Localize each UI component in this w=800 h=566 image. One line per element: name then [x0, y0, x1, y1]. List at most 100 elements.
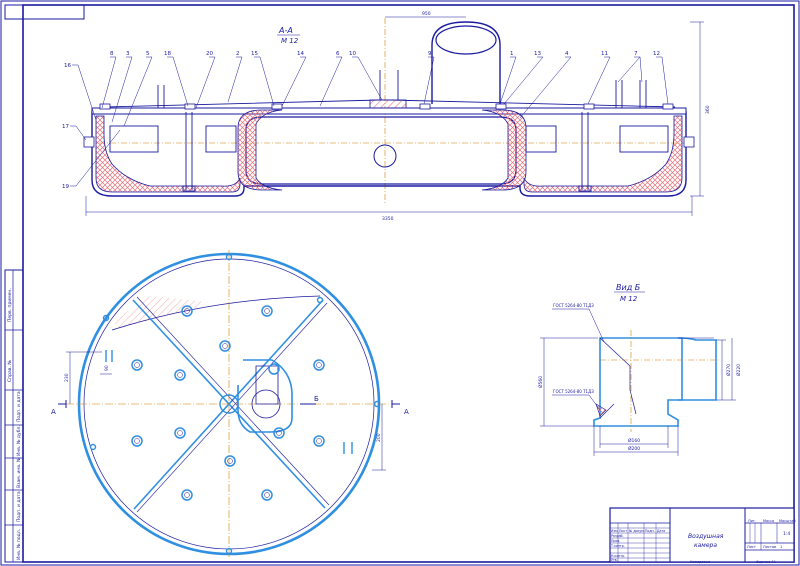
nozzle-flange — [435, 25, 497, 55]
weld-note-bottom: ГОСТ 5264-80 Т1Д3 — [553, 389, 594, 394]
plan-view: А А Б 230 90 200 — [51, 250, 409, 558]
dim-top: 950 — [422, 11, 431, 17]
callout-14: 14 — [297, 51, 304, 57]
callout-5: 5 — [146, 51, 150, 57]
drawing-name-line2: камера — [694, 542, 717, 549]
duct-lining-right — [481, 109, 527, 191]
dim-overall-width: 3350 — [382, 216, 394, 222]
refractory-left — [95, 115, 241, 193]
dim-detail-bottom-2: Ø200 — [628, 445, 640, 452]
callout-20: 20 — [206, 51, 213, 57]
side-label: Перв. примен. — [7, 288, 13, 322]
chamber-left — [109, 125, 159, 153]
chamber-left-inner — [205, 125, 237, 153]
dim-plan-right: 200 — [376, 433, 382, 442]
dim-detail-right-1: Ø270 — [725, 364, 732, 376]
tb-col-header: Лит. — [748, 519, 756, 523]
footer-format: Формат А1 — [756, 560, 776, 564]
tb-role: Пров. — [611, 539, 620, 543]
detail-branch — [677, 337, 717, 401]
tb-role: Утв. — [611, 558, 618, 562]
tb-role: Т.контр. — [610, 544, 625, 548]
dim-detail-bottom-1: Ø160 — [628, 437, 640, 444]
side-label: Инв. № подл. — [16, 529, 22, 560]
dim-detail-left: Ø560 — [537, 376, 544, 388]
weld-note-top: ГОСТ 5264-80 Т1Д3 — [553, 303, 594, 308]
top-left-stamp — [4, 4, 85, 20]
side-label: Инв. № дубл. — [16, 425, 22, 456]
plan-studs — [105, 350, 353, 454]
section-view-a-a: А-А М 12 — [62, 11, 711, 222]
tb-sheets-value: 1 — [780, 545, 782, 549]
air-hole-cores — [134, 308, 322, 498]
view-mark: Б — [314, 395, 319, 403]
callout-2: 2 — [236, 51, 240, 57]
callout-9: 9 — [428, 51, 432, 57]
dim-overall-height: 360 — [705, 105, 711, 114]
tb-sheet-label: Лист — [747, 545, 756, 549]
tb-role: Разраб. — [611, 534, 624, 538]
tb-row-header: Лист — [619, 529, 627, 533]
side-label: Подп. и дата — [16, 391, 22, 422]
tb-row-header: № докум. — [629, 529, 645, 533]
tb-row-header: Изм — [611, 529, 618, 533]
detail-inner-lines — [599, 337, 637, 419]
detail-leaders — [552, 308, 605, 411]
callout-16: 16 — [64, 63, 71, 69]
callout-17: 17 — [62, 124, 69, 130]
title-block: Изм Лист № докум. Подп. Дата Разраб. Про… — [609, 507, 796, 563]
duct-lining-left — [237, 109, 283, 191]
refractory-right — [523, 115, 683, 193]
callout-3: 3 — [126, 51, 130, 57]
detail-view-b: Вид Б М 12 ГОСТ 5264-80 Т1Д3 ГОСТ 5264-8… — [537, 283, 742, 456]
tb-sheets-label: Листов — [763, 545, 776, 549]
callout-15: 15 — [251, 51, 258, 57]
section-mark-right: А — [404, 408, 409, 416]
plan-dimensions — [66, 351, 386, 471]
side-strip: Перв. примен. Справ. № Подп. и дата Инв.… — [4, 269, 24, 563]
callout-leaders — [70, 56, 669, 187]
section-mark-left: А — [51, 408, 56, 416]
tb-col-header: Масштаб — [779, 519, 796, 523]
top-nozzle — [431, 21, 501, 104]
callout-8: 8 — [110, 51, 114, 57]
callout-11: 11 — [601, 51, 608, 57]
tb-role: Н.контр. — [611, 554, 625, 558]
air-holes — [131, 305, 325, 501]
detail-dimensions — [540, 337, 736, 456]
tb-col-header: Масса — [763, 519, 774, 523]
rib-edges — [136, 296, 330, 513]
drawing-name-line1: Воздушная — [688, 533, 724, 540]
plan-clips — [89, 253, 381, 555]
dim-detail-right-2: Ø220 — [735, 364, 742, 376]
tb-row-header: Дата — [657, 529, 665, 533]
callout-4: 4 — [565, 51, 569, 57]
side-label: Взам. инв. № — [16, 457, 22, 488]
section-scale: М 12 — [281, 37, 299, 45]
tb-scale-value: 1:4 — [783, 531, 790, 537]
footer-copied-by: Копировал — [690, 560, 710, 564]
tb-row-header: Подп. — [645, 529, 655, 533]
callout-6: 6 — [336, 51, 340, 57]
bolts — [83, 99, 695, 148]
section-title: А-А — [278, 26, 293, 35]
section-marks — [58, 400, 400, 408]
side-label: Справ. № — [7, 360, 13, 382]
broken-out-area — [112, 296, 208, 330]
chamber-right-inner — [525, 125, 557, 153]
top-plate — [91, 107, 687, 115]
callout-1: 1 — [510, 51, 514, 57]
callout-12: 12 — [653, 51, 660, 57]
callout-19: 19 — [62, 184, 69, 190]
detail-body — [593, 337, 683, 427]
duct-opening — [373, 144, 397, 168]
detail-scale: М 12 — [620, 295, 638, 303]
dimensions — [85, 16, 704, 216]
callout-18: 18 — [164, 51, 171, 57]
studs — [157, 70, 647, 192]
side-label: Подп. и дата — [16, 491, 22, 522]
chamber-right — [619, 125, 669, 153]
dim-plan-left: 230 — [64, 373, 70, 382]
